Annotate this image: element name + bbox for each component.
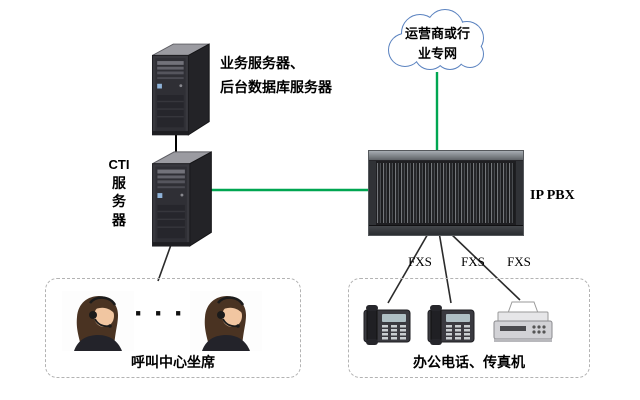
office-label: 办公电话、传真机 [413, 354, 525, 370]
callcenter-box: ··· 呼叫中心坐席 [45, 278, 301, 378]
link-ippbx-fax [448, 231, 521, 301]
ippbx-label: IP PBX [530, 188, 575, 203]
cloud-label-line2: 业专网 [417, 46, 457, 62]
link-ippbx-phone2 [438, 231, 452, 304]
cti-label-char2: 务 [112, 193, 126, 210]
agent-photo-2 [190, 291, 262, 351]
fxs-label-2: FXS [461, 254, 485, 269]
office-box: 办公电话、传真机 [348, 278, 590, 378]
cti-label-en: CTI [108, 157, 130, 172]
cloud-label-line1: 运营商或行 [404, 26, 470, 41]
ippbx-right-ear [516, 161, 523, 225]
ippbx-card-slots [377, 163, 515, 223]
cti-server-icon [142, 148, 216, 248]
ippbx-left-ear [369, 161, 376, 225]
agent-photo-1 [62, 291, 134, 351]
desk-phone-icon-1 [363, 304, 411, 346]
business-server-label-line2: 后台数据库服务器 [220, 78, 332, 95]
cloud-label: 运营商或行 业专网 [380, 24, 495, 64]
cti-server-label: CTI 服 务 器 [100, 156, 138, 230]
link-ippbx-phone1 [387, 231, 430, 304]
cti-label-char1: 服 [112, 174, 126, 191]
ippbx-icon [368, 150, 524, 236]
agents-ellipsis: ··· [134, 297, 194, 330]
business-server-label-line1: 业务服务器、 [220, 55, 304, 71]
fxs-label-1: FXS [408, 254, 432, 269]
callcenter-label: 呼叫中心坐席 [131, 354, 215, 370]
fxs-label-3: FXS [507, 254, 531, 269]
cloud-shape [388, 9, 484, 70]
business-server-label: 业务服务器、 后台数据库服务器 [220, 52, 390, 100]
cti-label-char3: 器 [112, 212, 126, 229]
ippbx-bottom-face [369, 225, 523, 235]
link-ctiserver-callcenter [157, 241, 173, 282]
desk-phone-icon-2 [427, 304, 475, 346]
fax-machine-icon [489, 300, 557, 346]
business-server-icon [143, 40, 213, 137]
ippbx-top-face [369, 151, 523, 161]
